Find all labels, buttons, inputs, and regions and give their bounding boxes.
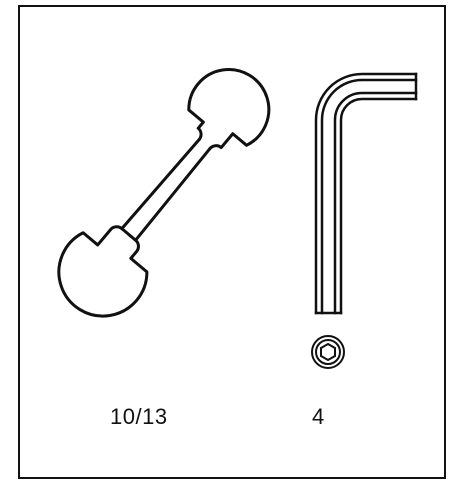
- hex-key-icon: [314, 72, 418, 315]
- tool-card-frame: [18, 5, 446, 479]
- wrench-size-label: 10/13: [110, 404, 168, 429]
- hex-key-size-label: 4: [312, 404, 325, 429]
- hex-socket-icon: [311, 335, 345, 369]
- open-end-wrench-icon: [57, 68, 271, 318]
